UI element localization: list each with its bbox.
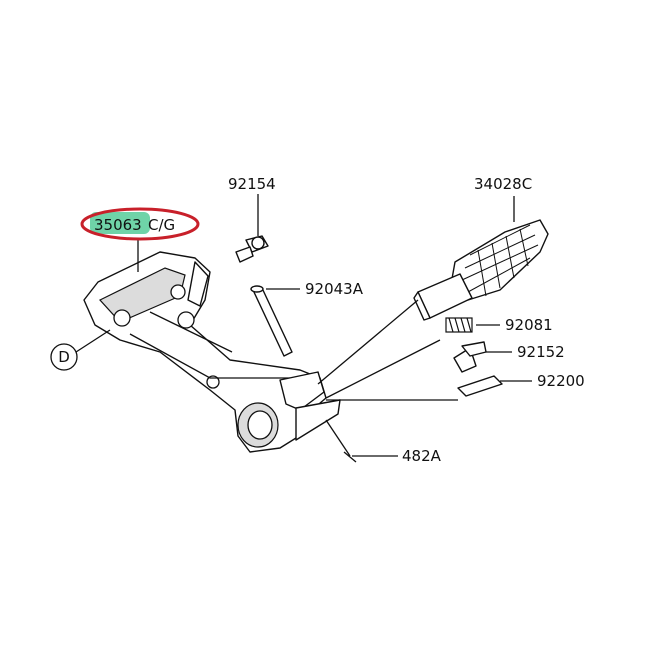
callout-35063CG: 35063 C/G — [80, 207, 200, 241]
bracket-hole-right — [177, 311, 195, 329]
pin-part — [250, 285, 293, 357]
washer-part — [457, 375, 503, 397]
highlight-mark — [90, 212, 150, 234]
callout-92200: 92200 — [537, 372, 585, 390]
bracket-hole-left — [113, 309, 131, 327]
red-circle-annotation — [80, 207, 200, 241]
spring-part — [445, 317, 473, 333]
bracket-part — [83, 251, 341, 453]
callout-482A: 482A — [402, 447, 442, 465]
bracket-hole-lower — [206, 375, 220, 389]
callout-35063-prefix: 35063 — [94, 216, 142, 234]
callout-92154: 92154 — [228, 175, 276, 193]
callout-92152: 92152 — [517, 343, 565, 361]
reference-marker-d: D — [50, 343, 78, 371]
plate-part — [453, 341, 487, 373]
callout-35063-suffix: C/G — [148, 216, 175, 234]
callout-92081: 92081 — [505, 316, 553, 334]
leader-lines — [75, 194, 532, 463]
callout-34028C: 34028C — [474, 175, 532, 193]
callout-92043A: 92043A — [305, 280, 364, 298]
marker-label: D — [58, 348, 70, 366]
bolt-part — [235, 235, 269, 263]
footpeg-part — [413, 219, 549, 321]
bracket-hole-mid — [170, 284, 186, 300]
